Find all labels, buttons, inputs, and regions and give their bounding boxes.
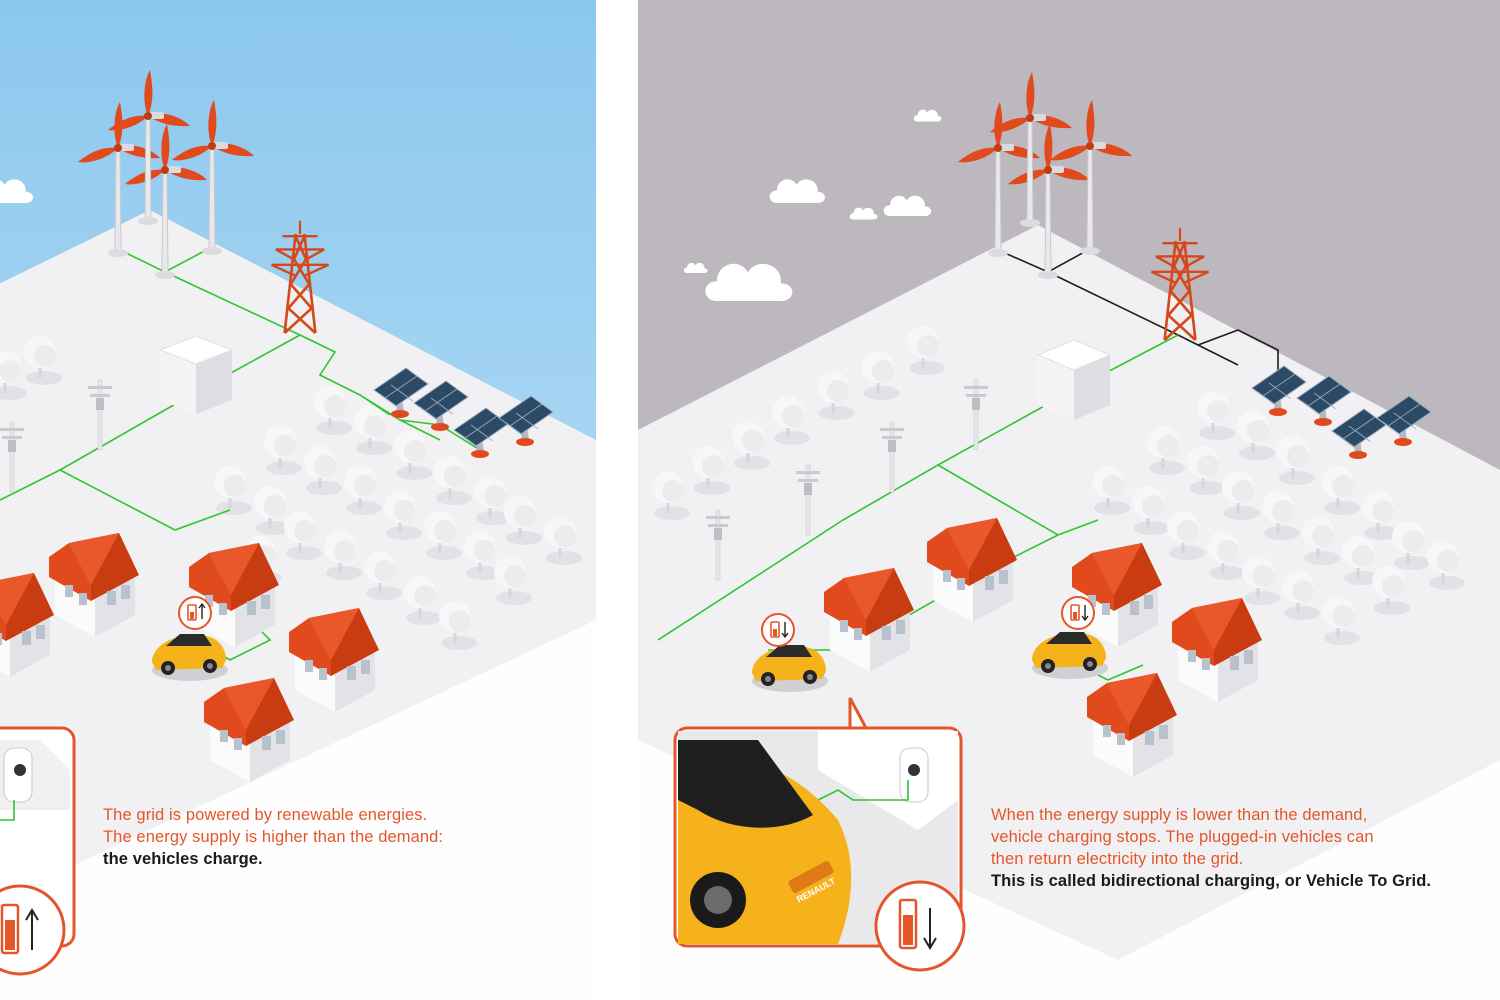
caption-right: When the energy supply is lower than the… bbox=[991, 804, 1431, 892]
caption-line: then return electricity into the grid. bbox=[991, 850, 1244, 868]
panel-charging: The grid is powered by renewable energie… bbox=[0, 0, 596, 1000]
caption-bold: the vehicles charge. bbox=[103, 850, 263, 868]
caption-line: The grid is powered by renewable energie… bbox=[103, 806, 428, 824]
caption-left: The grid is powered by renewable energie… bbox=[103, 804, 443, 870]
caption-line: The energy supply is higher than the dem… bbox=[103, 828, 444, 846]
ground-side bbox=[0, 620, 596, 1000]
caption-line: When the energy supply is lower than the… bbox=[991, 806, 1368, 824]
substation-icon bbox=[1036, 339, 1112, 420]
battery-status-badge bbox=[178, 596, 212, 630]
battery-icon bbox=[874, 880, 966, 972]
caption-bold: This is called bidirectional charging, o… bbox=[991, 872, 1432, 890]
zoom-callout: RENAULT bbox=[673, 697, 963, 948]
scene-left bbox=[0, 0, 596, 1000]
battery-icon bbox=[0, 884, 66, 976]
substation-icon bbox=[158, 335, 234, 414]
caption-line: vehicle charging stops. The plugged-in v… bbox=[991, 828, 1374, 846]
scene-right: RENAULT bbox=[638, 0, 1500, 1000]
battery-status-badge bbox=[761, 596, 1095, 647]
panel-vehicle-to-grid: RENAULT When the energy supply is lower … bbox=[638, 0, 1500, 1000]
